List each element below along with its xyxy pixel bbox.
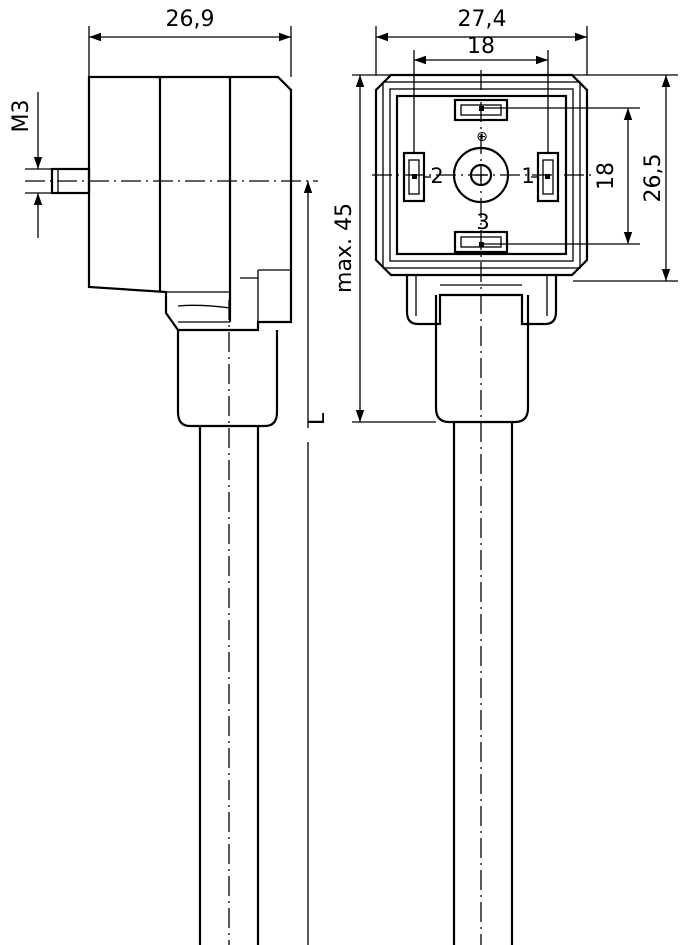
pin-spacing-v-label: 18 [594,162,619,190]
front-height-label: 26,5 [641,154,666,203]
side-gland [176,330,279,428]
front-width-label: 27,4 [458,7,507,32]
max-height-label: max. 45 [332,203,357,293]
pin3-label: 3 [476,210,489,234]
front-gland [434,295,530,424]
front-view: 1 2 3 ⊕ [372,70,593,945]
side-housing [87,75,293,332]
thread-label: M3 [9,100,34,133]
pin2-contact [402,151,426,203]
ground-symbol-icon: ⊕ [476,129,488,145]
pin-spacing-h-label: 18 [467,34,495,59]
cable-length-label: L [305,412,330,425]
front-dimensions: 27,4 18 18 26,5 max. 45 [332,7,678,423]
front-housing-outer [374,73,589,277]
side-view [25,75,318,945]
side-width-label: 26,9 [166,7,215,32]
pin1-label: 1 [521,164,534,188]
pin2-label: 2 [430,164,443,188]
side-dimensions: 26,9 M3 L [9,7,330,945]
pin1-contact [536,151,560,203]
